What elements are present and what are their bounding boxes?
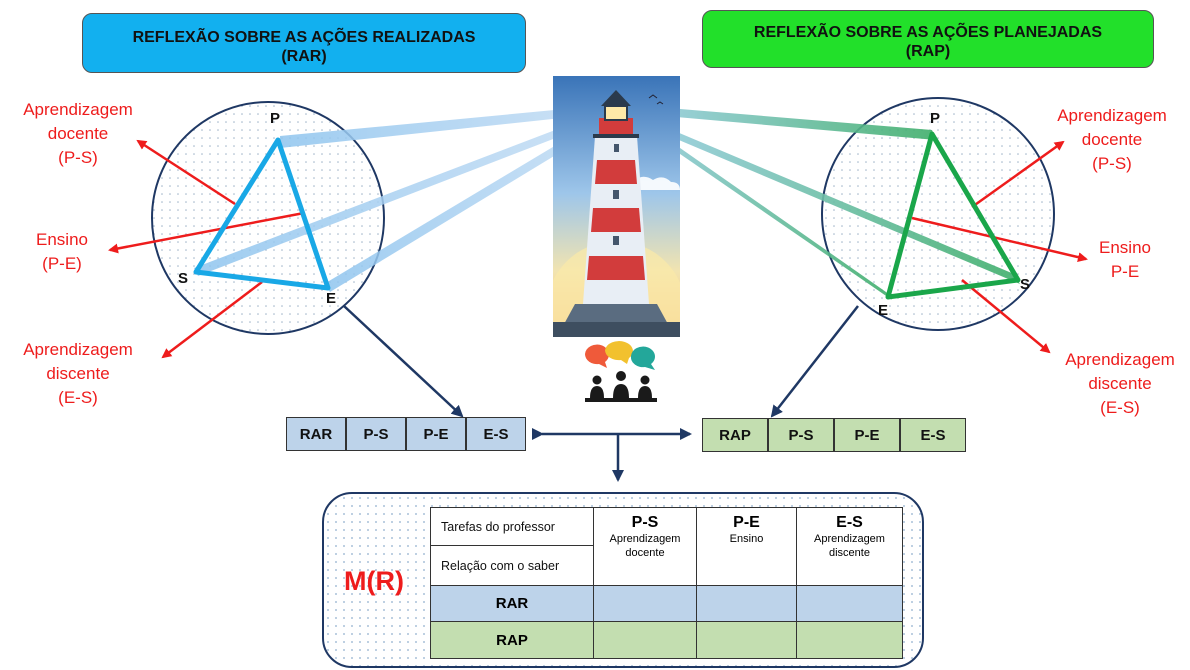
rar-row: RAR P-S P-E E-S (286, 417, 526, 451)
beam-left-s (194, 106, 618, 276)
rar-title-line1: REFLEXÃO SOBRE AS AÇÕES REALIZADAS (132, 29, 476, 46)
beam-right-e (620, 106, 892, 300)
rar-cell-es: E-S (466, 417, 526, 451)
rap-title-box: REFLEXÃO SOBRE AS AÇÕES PLANEJADAS (RAP) (702, 10, 1154, 68)
lighthouse-illustration (553, 76, 680, 337)
matrix-cell-rar-es (796, 585, 903, 622)
left-label-aprendizagem-docente: Aprendizagem docente (P-S) (23, 100, 133, 167)
matrix-col-es-name1: Aprendizagem (814, 533, 885, 545)
arrow-ps-left (136, 139, 236, 206)
left-label-ensino: Ensino (P-E) (36, 230, 88, 273)
matrix-row-rap: RAP (430, 621, 594, 659)
rap-title-line1: REFLEXÃO SOBRE AS AÇÕES PLANEJADAS (753, 24, 1103, 41)
rar-cell-ps: P-S (346, 417, 406, 451)
matrix-col-pe-name1: Ensino (729, 533, 764, 545)
matrix-cell-rar-pe (696, 585, 797, 622)
right-label-ensino: Ensino P-E (1099, 238, 1151, 281)
rap-row: RAP P-S P-E E-S (702, 418, 966, 452)
rap-title-line2: (RAP) (905, 43, 951, 60)
matrix-col-ps-name1: Aprendizagem (609, 533, 681, 545)
arrow-pe-right (911, 216, 1088, 263)
arrow-pe-left (108, 211, 305, 254)
rap-cell-ps: P-S (768, 418, 834, 452)
matrix-col-ps-name2: docente (625, 547, 665, 559)
rap-vertex-p: P (930, 110, 941, 127)
matrix-col-es-name2: discente (829, 547, 870, 559)
beam-right-s (620, 108, 1020, 284)
matrix-cell-rap-ps (593, 621, 697, 659)
matrix-cell-rar-ps (593, 585, 697, 622)
rar-cell-pe: P-E (406, 417, 466, 451)
rap-cell-pe: P-E (834, 418, 900, 452)
arrow-es-left (161, 281, 263, 359)
left-label-aprendizagem-discente: Aprendizagem discente (E-S) (23, 340, 133, 407)
rap-cell-es: E-S (900, 418, 966, 452)
rap-cell-label: RAP (702, 418, 768, 452)
matrix-header-relation: Relação com o saber (430, 545, 594, 586)
matrix-cell-rap-pe (696, 621, 797, 659)
matrix-col-pe-code: P-E (733, 514, 760, 531)
matrix-table: Tarefas do professor P-S Aprendizagem do… (430, 507, 903, 659)
rap-triangle (885, 131, 1021, 300)
matrix-col-es: E-S Aprendizagem discente (796, 507, 903, 586)
matrix-col-ps-code: P-S (631, 514, 659, 531)
right-label-aprendizagem-docente: Aprendizagem docente (P-S) (1057, 106, 1167, 173)
beam-left-p (280, 104, 618, 148)
matrix-col-pe: P-E Ensino (696, 507, 797, 586)
rap-vertex-s: S (1020, 276, 1031, 293)
rap-vertex-e: E (878, 302, 889, 319)
arrow-right-to-rap (770, 305, 859, 418)
rar-cell-label: RAR (286, 417, 346, 451)
rar-title-box: REFLEXÃO SOBRE AS AÇÕES REALIZADAS (RAR) (82, 13, 526, 73)
matrix-row-rar: RAR (430, 585, 594, 622)
beam-right-p (620, 104, 936, 140)
rar-vertex-p: P (270, 110, 281, 127)
matrix-header-tasks: Tarefas do professor (430, 507, 594, 546)
arrow-ps-right (971, 140, 1065, 209)
meeting-people-icon (584, 341, 657, 402)
rar-title-line2: (RAR) (281, 48, 327, 65)
arrow-es-right (961, 279, 1051, 354)
rar-vertex-s: S (178, 270, 189, 287)
matrix-cell-rap-es (796, 621, 903, 659)
right-label-aprendizagem-discente: Aprendizagem discente (E-S) (1065, 350, 1175, 417)
rar-triangle (193, 137, 331, 291)
beam-left-e (324, 108, 620, 292)
matrix-col-es-code: E-S (836, 514, 863, 531)
matrix-col-ps: P-S Aprendizagem docente (593, 507, 697, 586)
arrow-left-to-rar (343, 305, 464, 418)
matrix-label: M(R) (344, 566, 404, 596)
rar-vertex-e: E (326, 290, 337, 307)
